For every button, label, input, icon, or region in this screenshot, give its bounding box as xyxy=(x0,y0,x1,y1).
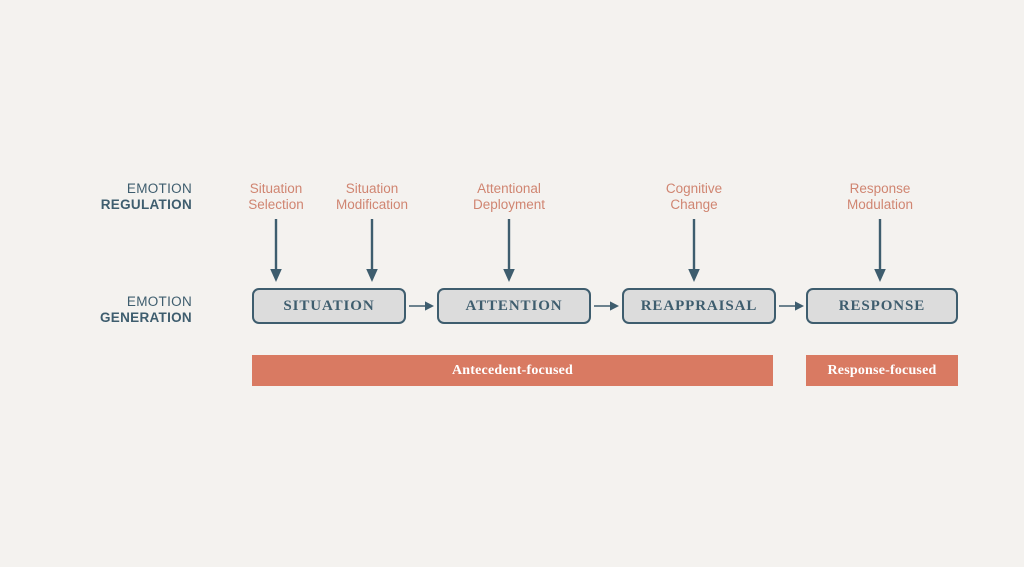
strategy-label-situation-modification: Situation Modification xyxy=(310,181,434,213)
strategy-line-2: Change xyxy=(670,196,718,212)
process-box-reappraisal[interactable]: REAPPRAISAL xyxy=(622,288,776,324)
strategy-line-2: Modification xyxy=(335,196,409,212)
row-label-line-2: REGULATION xyxy=(100,196,192,212)
process-box-situation[interactable]: SITUATION xyxy=(252,288,406,324)
row-label-emotion-regulation: EMOTION REGULATION xyxy=(20,181,192,213)
focus-bar-response-focused: Response-focused xyxy=(806,355,958,386)
down-arrow-icon-attentional-deployment xyxy=(500,219,518,283)
down-arrow-icon-situation-selection xyxy=(267,219,285,283)
process-box-response[interactable]: RESPONSE xyxy=(806,288,958,324)
strategy-line-1: Response xyxy=(849,181,911,196)
strategy-label-cognitive-change: Cognitive Change xyxy=(632,181,756,213)
strategy-line-2: Deployment xyxy=(472,196,546,212)
row-label-line-2: GENERATION xyxy=(99,309,192,325)
strategy-line-2: Modulation xyxy=(846,196,914,212)
down-arrow-icon-response-modulation xyxy=(871,219,889,283)
strategy-label-response-modulation: Response Modulation xyxy=(818,181,942,213)
row-label-line-1: EMOTION xyxy=(126,294,192,309)
strategy-label-situation-selection: Situation Selection xyxy=(216,181,336,213)
strategy-line-1: Cognitive xyxy=(665,181,723,196)
right-arrow-icon-situation-to-attention xyxy=(409,299,435,313)
down-arrow-icon-cognitive-change xyxy=(685,219,703,283)
row-label-line-1: EMOTION xyxy=(126,181,192,196)
right-arrow-icon-attention-to-reappraisal xyxy=(594,299,620,313)
strategy-line-2: Selection xyxy=(248,196,304,212)
process-box-attention[interactable]: ATTENTION xyxy=(437,288,591,324)
right-arrow-icon-reappraisal-to-response xyxy=(779,299,805,313)
strategy-line-1: Attentional xyxy=(477,181,541,196)
focus-bar-antecedent-focused: Antecedent-focused xyxy=(252,355,773,386)
strategy-label-attentional-deployment: Attentional Deployment xyxy=(447,181,571,213)
down-arrow-icon-situation-modification xyxy=(363,219,381,283)
strategy-line-1: Situation xyxy=(345,181,399,196)
strategy-line-1: Situation xyxy=(249,181,303,196)
row-label-emotion-generation: EMOTION GENERATION xyxy=(20,294,192,326)
